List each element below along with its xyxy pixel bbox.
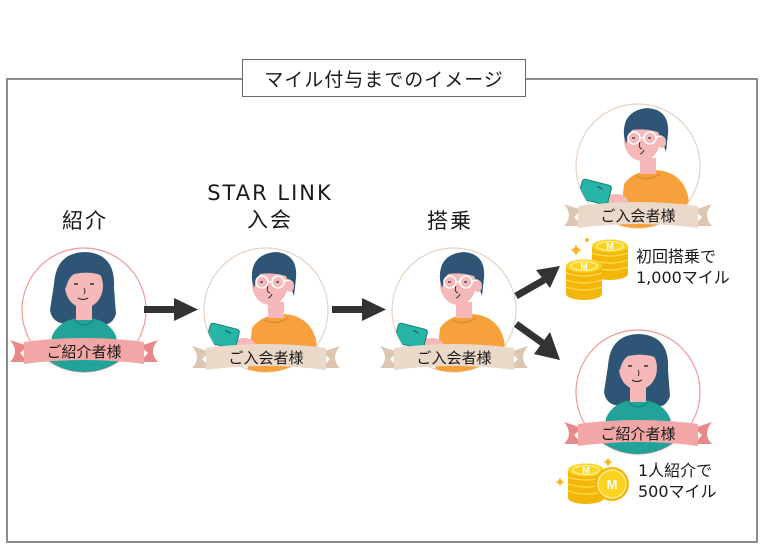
reward-amount: 1,000マイル <box>636 268 730 287</box>
referrer-banner-outcome: ご紹介者様 <box>564 418 712 450</box>
reward-amount: 500マイル <box>638 482 717 501</box>
step-label-line: STAR LINK <box>207 181 333 205</box>
reward-line: 初回搭乗で <box>636 247 717 266</box>
banner-text: ご入会者様 <box>600 207 676 225</box>
arrow-right-icon <box>144 298 198 321</box>
diagram-title: マイル付与までのイメージ <box>242 59 526 97</box>
reward-line: 1人紹介で <box>638 461 713 480</box>
arrow-right-icon <box>332 298 386 321</box>
reward-first-boarding: 初回搭乗で 1,000マイル <box>560 234 730 301</box>
member-banner-outcome: ご入会者様 <box>564 200 712 232</box>
member-banner-join: ご入会者様 <box>192 342 340 374</box>
step-label-starlink-join: STAR LINK 入会 <box>180 180 360 234</box>
arrow-up-right-icon <box>514 266 560 300</box>
arrow-down-right-icon <box>514 321 560 360</box>
step-label-referral: 紹介 <box>30 208 140 235</box>
diagram-title-text: マイル付与までのイメージ <box>264 68 504 91</box>
reward-referral: M 1人紹介で 500マイル <box>552 456 717 506</box>
svg-text:M: M <box>607 477 618 492</box>
coin-stack-icon <box>565 236 629 301</box>
step-label-boarding: 搭乗 <box>395 208 505 235</box>
banner-text: ご入会者様 <box>416 349 492 367</box>
step-label-line: 紹介 <box>62 209 108 233</box>
banner-text: ご入会者様 <box>228 349 304 367</box>
coin-stack-icon: M <box>555 457 629 505</box>
step-label-line: 搭乗 <box>427 209 473 233</box>
referrer-banner: ご紹介者様 <box>10 336 158 368</box>
step-label-line: 入会 <box>247 208 293 232</box>
banner-text: ご紹介者様 <box>46 343 122 361</box>
member-banner-boarding: ご入会者様 <box>380 342 528 374</box>
banner-text: ご紹介者様 <box>600 425 676 443</box>
